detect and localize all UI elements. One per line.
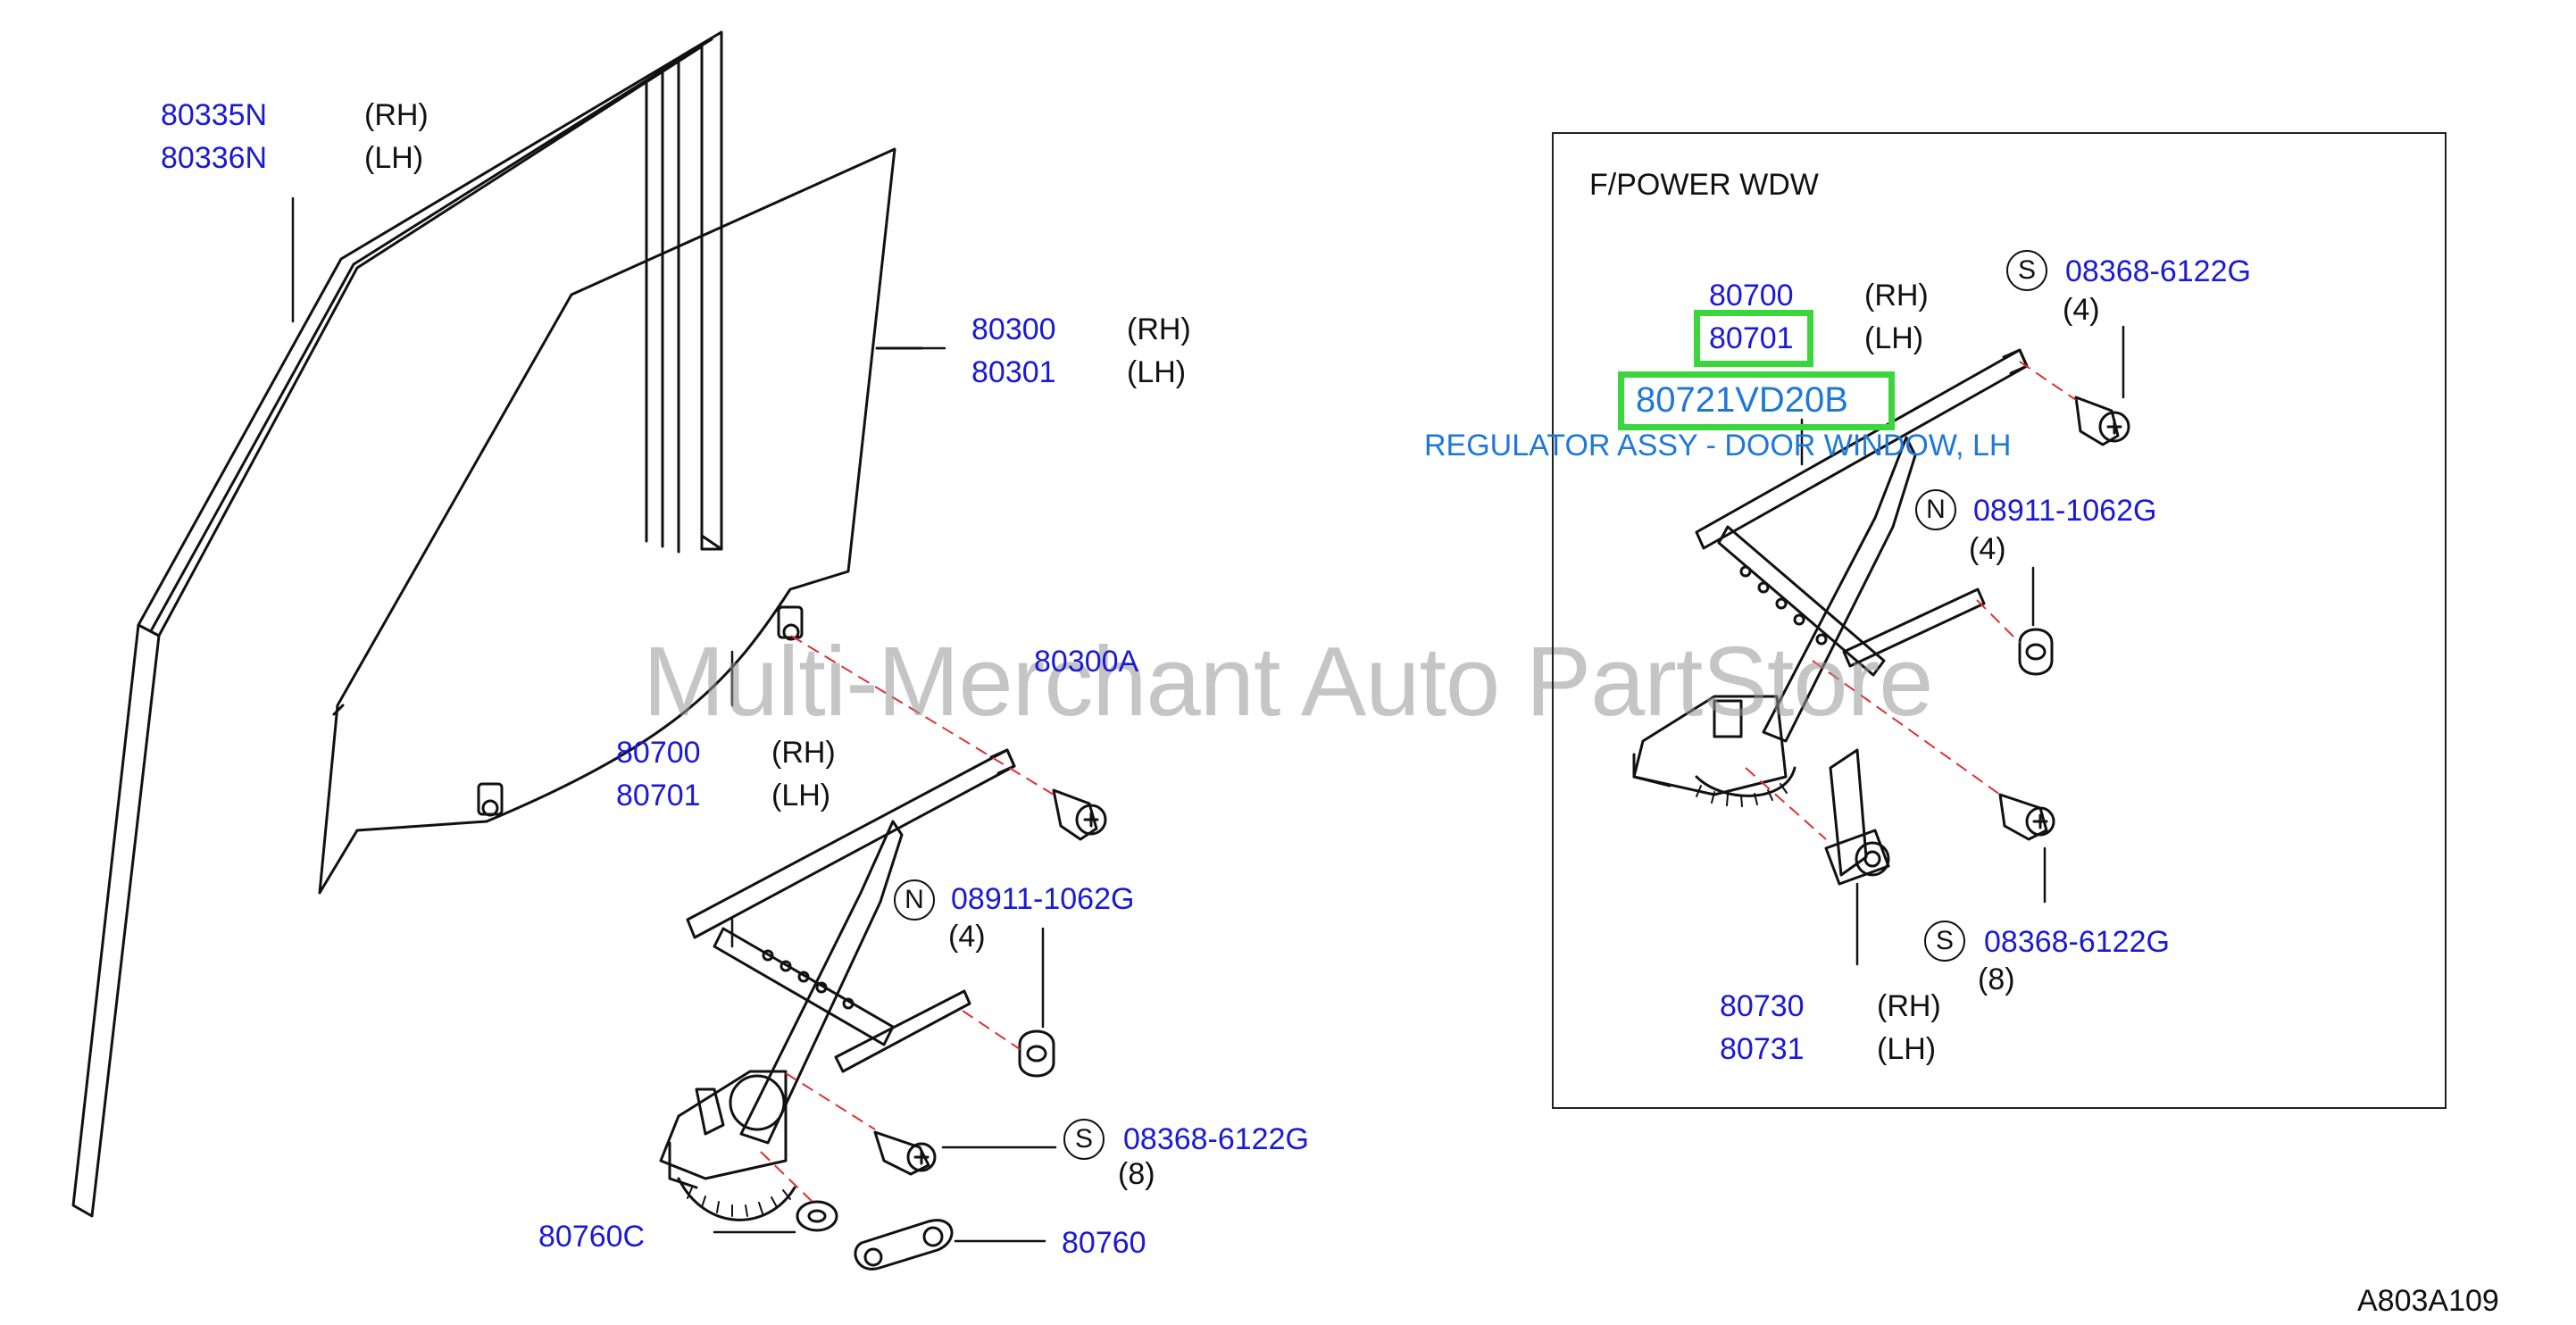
part-number-80300[interactable]: 80300 [971,312,1056,346]
regulator-left [659,748,1016,1221]
hardware-left [796,788,1107,1271]
quantity-label: (4) [2063,293,2100,327]
inset-part-number-80700[interactable]: 80700 [1709,279,1794,312]
s-symbol-marker: S [2006,250,2047,291]
side-label-rh: (RH) [1877,989,1941,1023]
inset-title: F/POWER WDW [1589,168,1819,202]
part-number-08368-6122g[interactable]: 08368-6122G [1123,1122,1309,1156]
inset-part-number-08368-6122g[interactable]: 08368-6122G [2065,254,2251,288]
side-label-lh: (LH) [1877,1032,1937,1066]
part-number-80301[interactable]: 80301 [971,355,1056,389]
highlight-box-80721vd20b [1618,371,1895,430]
s-symbol-marker: S [1063,1119,1105,1160]
n-symbol-marker: N [1915,489,1956,530]
power-window-inset-frame [1552,132,2447,1109]
side-label-lh: (LH) [771,779,831,812]
door-glass [318,147,923,895]
side-label-rh: (RH) [771,736,836,770]
quantity-label: (4) [948,920,986,954]
inset-part-number-80701[interactable]: 80701 [1709,321,1794,355]
part-number-80701[interactable]: 80701 [616,779,701,812]
regulator-inset [1632,348,2029,886]
side-label-rh: (RH) [1864,279,1929,312]
side-label-lh: (LH) [1127,355,1187,389]
side-label-lh: (LH) [364,141,424,175]
n-symbol-marker: N [894,879,935,921]
inset-part-number-80731[interactable]: 80731 [1720,1032,1805,1066]
s-symbol-marker: S [1924,921,1965,962]
selected-part-number-80721vd20b[interactable]: 80721VD20B [1636,380,1848,420]
inset-part-number-08368-6122g[interactable]: 08368-6122G [1984,925,2170,959]
part-number-80700[interactable]: 80700 [616,736,701,770]
part-number-80760c[interactable]: 80760C [538,1220,646,1254]
quantity-label: (8) [1118,1157,1155,1191]
part-description: REGULATOR ASSY - DOOR WINDOW, LH [1424,429,2012,462]
part-number-80300a[interactable]: 80300A [1034,645,1139,679]
part-number-80760[interactable]: 80760 [1062,1226,1146,1260]
door-sash-channel [71,30,723,1218]
quantity-label: (8) [1978,962,2015,996]
inset-part-number-08911-1062g[interactable]: 08911-1062G [1973,494,2157,528]
inset-part-number-80730[interactable]: 80730 [1720,989,1805,1023]
side-label-rh: (RH) [1127,312,1191,346]
side-label-lh: (LH) [1864,321,1924,355]
diagram-code: A803A109 [2357,1284,2499,1318]
side-label-rh: (RH) [364,98,429,132]
part-number-80335n[interactable]: 80335N [161,98,268,132]
highlight-box-80701 [1694,310,1813,367]
hardware-inset [1998,396,2130,841]
part-number-08911-1062g[interactable]: 08911-1062G [951,882,1135,916]
quantity-label: (4) [1969,532,2006,566]
part-number-80336n[interactable]: 80336N [161,141,268,175]
